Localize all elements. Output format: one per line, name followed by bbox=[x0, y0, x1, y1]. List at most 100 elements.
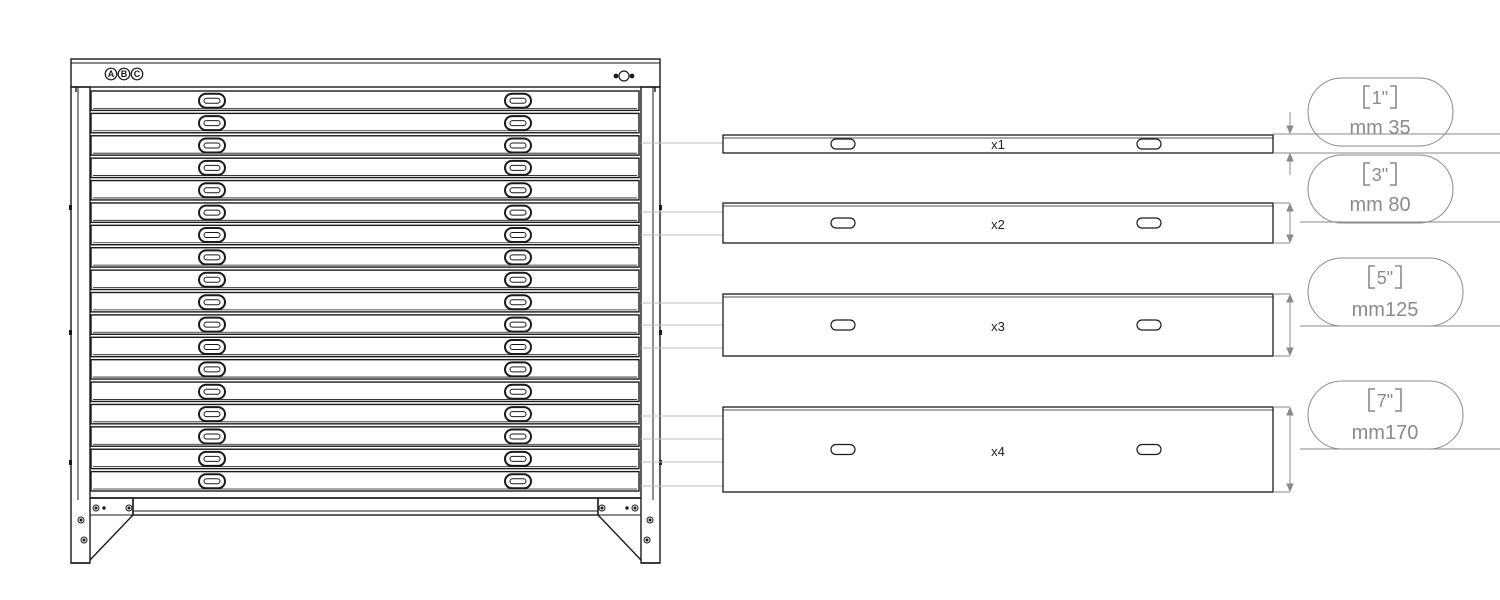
dimension-badge-7: 7" mm170 bbox=[1307, 380, 1464, 450]
drawer-multiplier-x1: x1 bbox=[991, 137, 1005, 152]
drawer-handle-icon bbox=[198, 271, 226, 288]
profile-handle-icon bbox=[1136, 319, 1162, 331]
mm-value-3: mm 80 bbox=[1349, 194, 1410, 216]
cabinet-drawer[interactable] bbox=[90, 291, 640, 313]
drawer-handle-icon bbox=[504, 249, 532, 266]
cabinet-drawer[interactable] bbox=[90, 448, 640, 470]
drawer-handle-icon bbox=[198, 316, 226, 333]
drawer-profile-box-x4 bbox=[722, 406, 1274, 493]
dimension-badge-1: 1" mm 35 bbox=[1307, 77, 1454, 147]
drawer-handle-icon bbox=[504, 406, 532, 423]
drawer-multiplier-x2: x2 bbox=[991, 217, 1005, 232]
drawer-profile-box-x1 bbox=[722, 134, 1274, 154]
drawer-multiplier-x3: x3 bbox=[991, 319, 1005, 334]
drawer-handle-icon bbox=[198, 249, 226, 266]
drawer-handle-icon bbox=[504, 338, 532, 355]
cabinet-drawer[interactable] bbox=[90, 90, 640, 112]
plan-chest-cabinet bbox=[69, 58, 662, 564]
drawer-handle-icon bbox=[198, 182, 226, 199]
cabinet-drawer[interactable] bbox=[90, 336, 640, 358]
drawer-profile-box-x3 bbox=[722, 293, 1274, 357]
drawer-handle-icon bbox=[504, 361, 532, 378]
drawer-handle-icon bbox=[198, 406, 226, 423]
drawer-handle-icon bbox=[198, 227, 226, 244]
drawer-handle-icon bbox=[198, 450, 226, 467]
cabinet-drawer[interactable] bbox=[90, 381, 640, 403]
cabinet-drawer[interactable] bbox=[90, 426, 640, 447]
inch-value-5: 5" bbox=[1377, 268, 1393, 288]
cabinet-drawer[interactable] bbox=[90, 224, 640, 246]
inch-value-3: 3" bbox=[1372, 165, 1388, 185]
dimension-badge-3: 3" mm 80 bbox=[1307, 154, 1454, 224]
profile-handle-icon bbox=[830, 319, 856, 331]
drawer-profile-x2: x2 3" mm 80 bbox=[991, 154, 1454, 232]
cabinet-drawers bbox=[90, 90, 640, 492]
cabinet-drawer[interactable] bbox=[90, 135, 640, 156]
left-frame-post bbox=[70, 86, 91, 564]
drawer-handle-icon bbox=[504, 383, 532, 400]
cabinet-drawer[interactable] bbox=[90, 202, 640, 224]
cabinet-drawer[interactable] bbox=[90, 358, 640, 380]
drawer-handle-icon bbox=[504, 204, 532, 221]
drawer-handle-icon bbox=[504, 294, 532, 311]
svg-text:B: B bbox=[121, 69, 128, 79]
drawer-handle-icon bbox=[198, 361, 226, 378]
drawer-handle-icon bbox=[198, 159, 226, 176]
profile-handle-icon bbox=[1136, 217, 1162, 229]
inch-value-7: 7" bbox=[1377, 391, 1393, 411]
drawer-handle-icon bbox=[198, 204, 226, 221]
leader-lines bbox=[641, 142, 723, 487]
logo-letter-b: B bbox=[117, 67, 131, 81]
drawer-handle-icon bbox=[504, 227, 532, 244]
drawer-handle-icon bbox=[504, 316, 532, 333]
drawer-handle-icon bbox=[198, 92, 226, 109]
cabinet-drawer[interactable] bbox=[90, 247, 640, 268]
svg-text:A: A bbox=[108, 69, 115, 79]
profile-handle-icon bbox=[830, 138, 856, 150]
drawer-handle-icon bbox=[198, 294, 226, 311]
profile-handle-icon bbox=[830, 443, 856, 456]
mm-value-7: mm170 bbox=[1352, 422, 1419, 444]
profile-handle-icon bbox=[830, 217, 856, 229]
profile-handle-icon bbox=[1136, 138, 1162, 150]
drawer-handle-icon bbox=[504, 450, 532, 467]
profile-handle-icon bbox=[1136, 443, 1162, 456]
cabinet-top-panel bbox=[70, 58, 661, 88]
drawer-multiplier-x4: x4 bbox=[991, 444, 1005, 459]
drawer-handle-icon bbox=[198, 383, 226, 400]
drawer-handle-icon bbox=[504, 182, 532, 199]
mm-value-1: mm 35 bbox=[1349, 117, 1410, 139]
drawer-size-profiles bbox=[722, 134, 1274, 493]
drawer-handle-icon bbox=[504, 92, 532, 109]
drawer-handle-icon bbox=[504, 137, 532, 154]
cabinet-drawer[interactable] bbox=[90, 314, 640, 335]
drawer-handle-icon bbox=[504, 115, 532, 132]
cabinet-drawer[interactable] bbox=[90, 403, 640, 425]
lock-icon bbox=[613, 70, 635, 82]
dimension-badge-5: 5" mm125 bbox=[1307, 257, 1464, 327]
cabinet-drawer[interactable] bbox=[90, 157, 640, 179]
drawer-handle-icon bbox=[504, 473, 532, 490]
cabinet-drawer[interactable] bbox=[90, 112, 640, 134]
drawer-handle-icon bbox=[504, 428, 532, 445]
cabinet-drawer[interactable] bbox=[90, 269, 640, 291]
svg-text:C: C bbox=[134, 69, 141, 79]
cabinet-drawer[interactable] bbox=[90, 470, 640, 492]
drawer-profile-x4: x4 7" mm170 bbox=[991, 380, 1464, 459]
drawer-handle-icon bbox=[198, 428, 226, 445]
mm-value-5: mm125 bbox=[1352, 299, 1419, 321]
drawer-handle-icon bbox=[504, 159, 532, 176]
cabinet-drawer[interactable] bbox=[90, 179, 640, 201]
drawer-handle-icon bbox=[198, 115, 226, 132]
drawer-handle-icon bbox=[198, 473, 226, 490]
drawer-handle-icon bbox=[504, 271, 532, 288]
inch-value-1: 1" bbox=[1372, 88, 1388, 108]
dimension-lines bbox=[1273, 112, 1500, 493]
cabinet-base bbox=[71, 497, 660, 564]
drawer-profile-box-x2 bbox=[722, 202, 1274, 244]
logo-letter-a: A bbox=[104, 67, 118, 81]
drawer-handle-icon bbox=[198, 338, 226, 355]
logo-letter-c: C bbox=[130, 67, 144, 81]
